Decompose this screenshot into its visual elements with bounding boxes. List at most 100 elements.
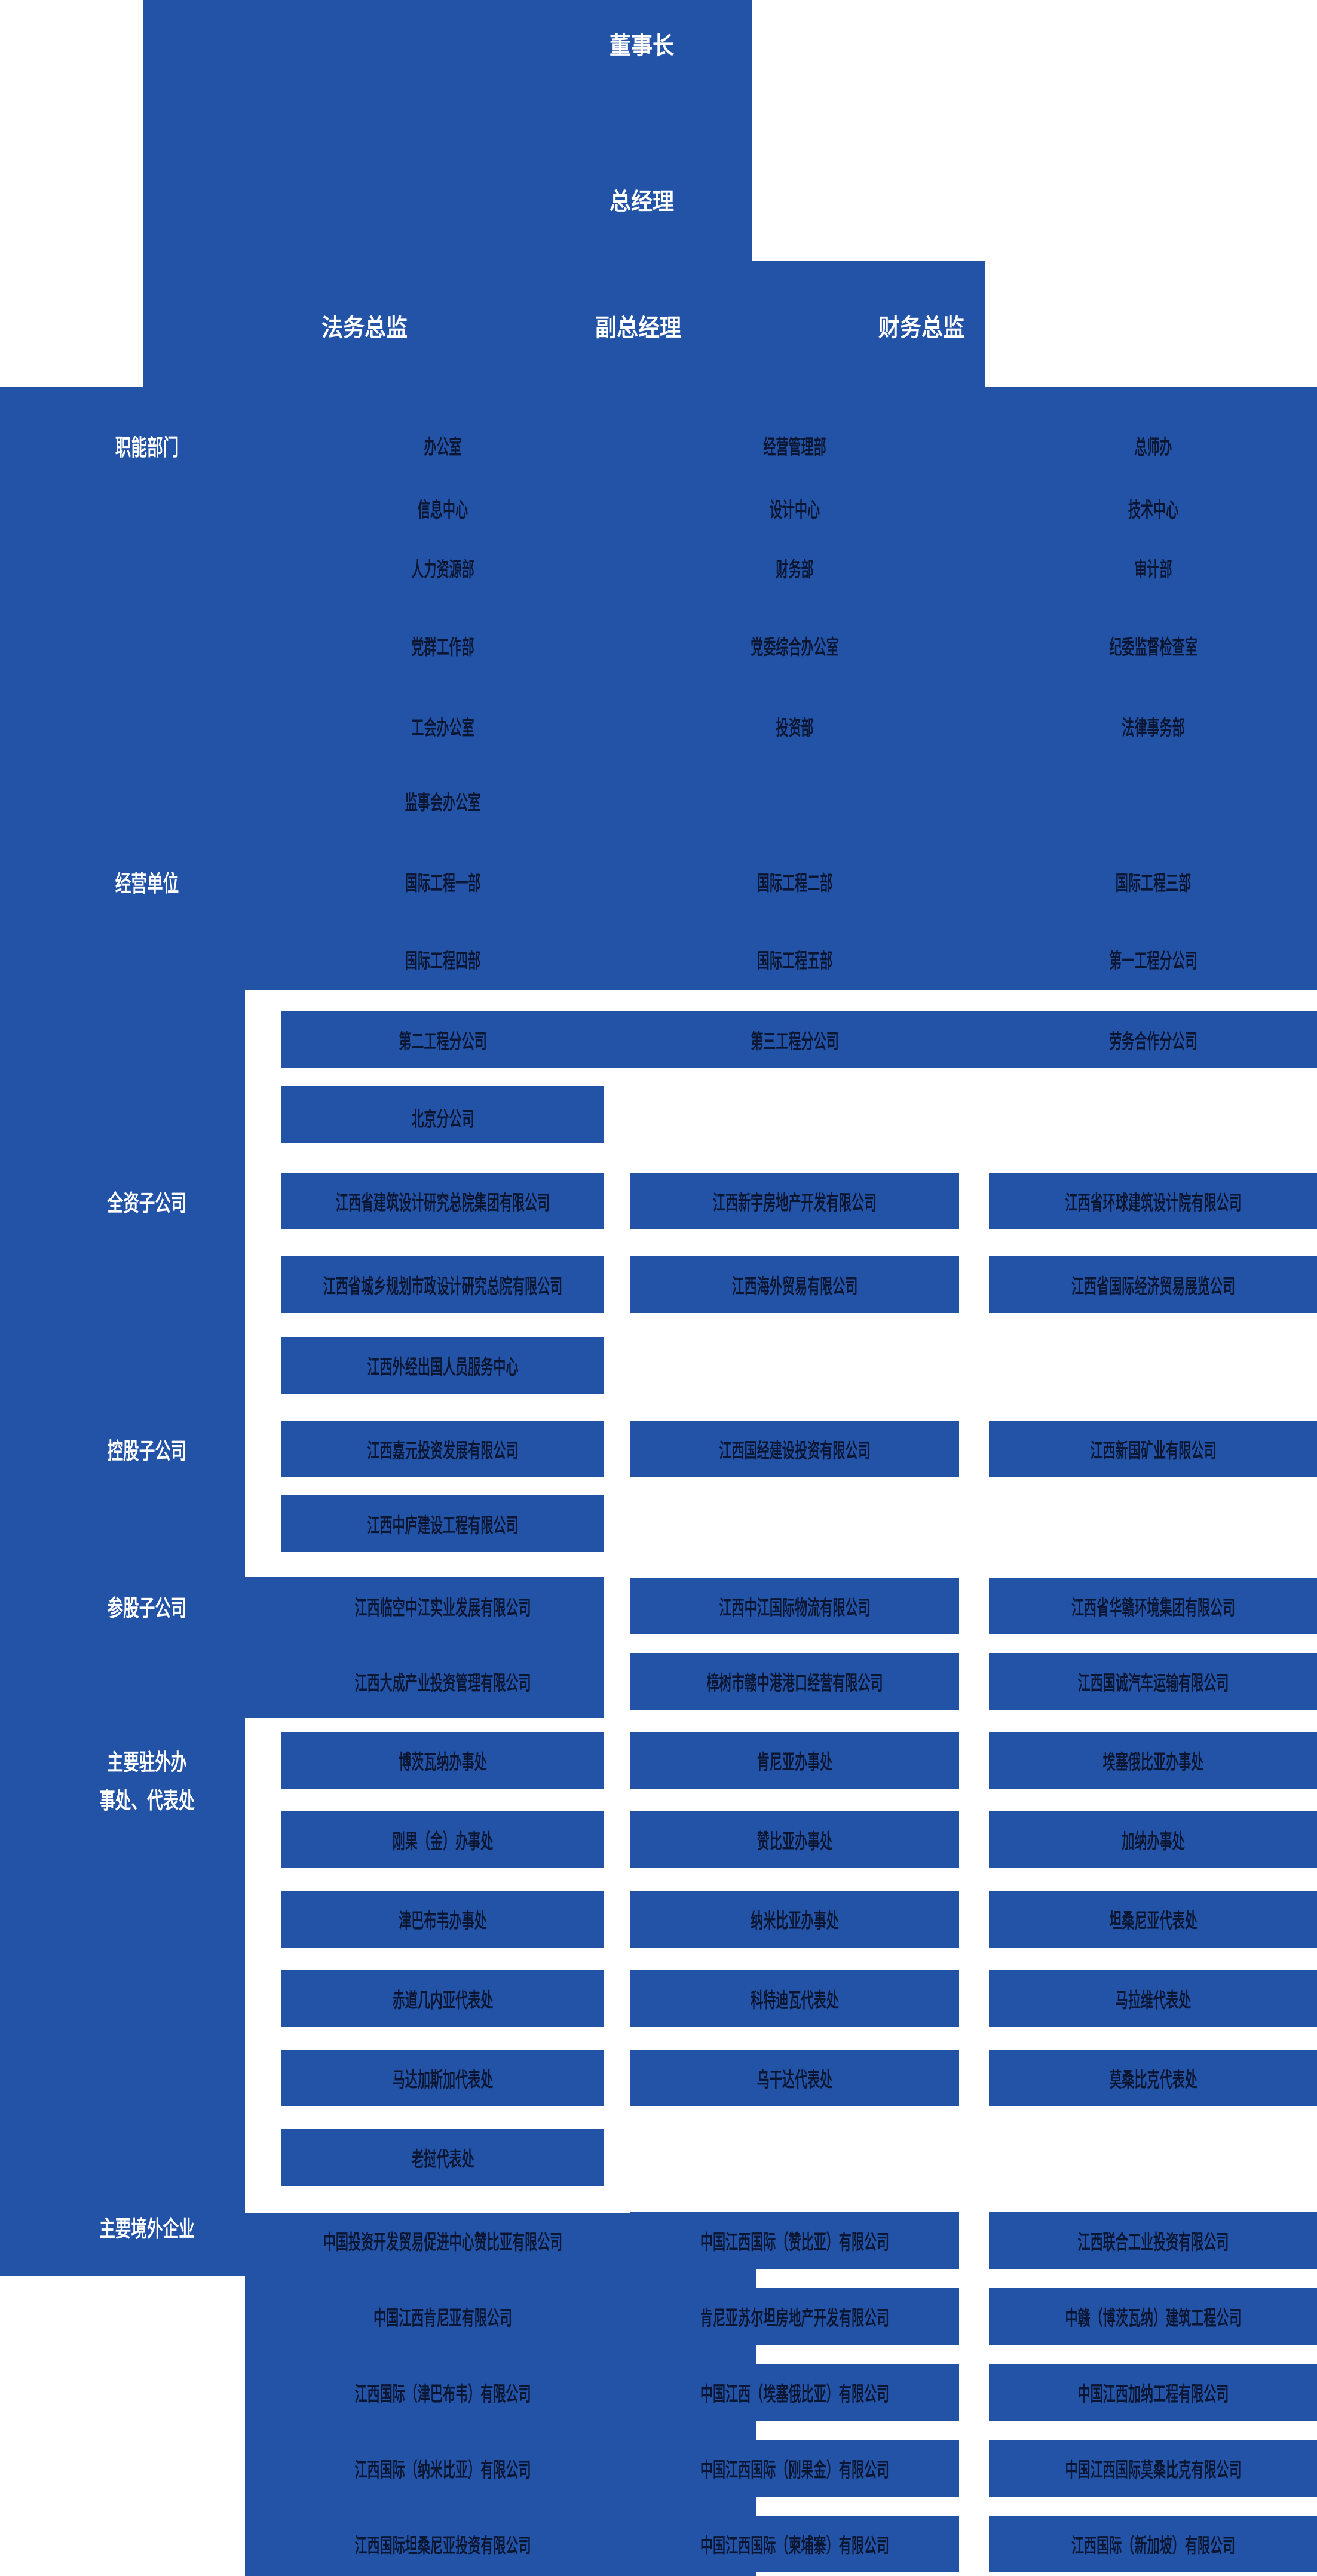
legal-director-title: 法务总监 xyxy=(245,297,484,354)
org-box: 江西国诚汽车运输有限公司 xyxy=(989,1653,1317,1710)
org-box: 老挝代表处 xyxy=(281,2129,604,2186)
org-box-label: 国际工程三部 xyxy=(1115,872,1191,896)
org-text: 纪委监督检查室 xyxy=(989,617,1317,674)
org-box-label: 人力资源部 xyxy=(411,558,474,582)
org-text: 江西国际（津巴布韦）有限公司 xyxy=(281,2364,604,2421)
org-box: 中赣（博茨瓦纳）建筑工程公司 xyxy=(989,2288,1317,2345)
org-text: 监事会办公室 xyxy=(281,772,604,829)
bg-branch-band xyxy=(281,1011,1317,1068)
org-box-label: 江西联合工业投资有限公司 xyxy=(1077,2231,1229,2255)
org-box-label: 审计部 xyxy=(1134,558,1172,582)
org-box-label: 技术中心 xyxy=(1128,498,1178,522)
section-label-holding: 控股子公司 xyxy=(107,1438,187,1464)
org-box: 纳米比亚办事处 xyxy=(630,1891,959,1948)
org-box-label: 樟树市赣中港港口经营有限公司 xyxy=(706,1672,883,1695)
org-box-label: 埃塞俄比亚办事处 xyxy=(1102,1750,1203,1774)
org-text: 中国江西肯尼亚有限公司 xyxy=(281,2288,604,2345)
bg-label-strip xyxy=(0,990,245,2276)
org-text: 工会办公室 xyxy=(281,698,604,755)
org-box-label: 江西外经出国人员服务中心 xyxy=(367,1356,518,1379)
general-manager-label: 总经理 xyxy=(610,188,674,216)
org-box-label: 江西国际（纳米比亚）有限公司 xyxy=(354,2458,531,2482)
org-box-label: 马达加斯加代表处 xyxy=(392,2068,493,2092)
org-box-label: 江西国经建设投资有限公司 xyxy=(719,1439,871,1463)
org-text: 北京分公司 xyxy=(281,1089,604,1146)
org-box-label: 老挝代表处 xyxy=(411,2148,474,2172)
org-box-label: 江西新宇房地产开发有限公司 xyxy=(712,1191,877,1215)
bg-main-block xyxy=(0,387,1317,990)
org-box: 博茨瓦纳办事处 xyxy=(281,1732,604,1789)
section-label-overseas-enterprises: 主要境外企业 xyxy=(99,2216,195,2242)
org-box-label: 中国江西国际莫桑比克有限公司 xyxy=(1064,2458,1242,2482)
org-box: 中国江西国际（刚果金）有限公司 xyxy=(630,2440,959,2497)
org-box: 江西嘉元投资发展有限公司 xyxy=(281,1421,604,1477)
org-text: 国际工程四部 xyxy=(281,931,604,988)
org-box-label: 江西嘉元投资发展有限公司 xyxy=(367,1439,518,1463)
org-box: 科特迪瓦代表处 xyxy=(630,1970,959,2027)
org-text: 党委综合办公室 xyxy=(630,617,959,674)
org-box-label: 劳务合作分公司 xyxy=(1108,1030,1197,1054)
finance-director-title: 财务总监 xyxy=(802,297,1041,354)
section-label-functional-depts: 职能部门 xyxy=(115,434,179,461)
org-box: 赞比亚办事处 xyxy=(630,1811,959,1868)
org-text: 办公室 xyxy=(281,417,604,474)
org-box-label: 津巴布韦办事处 xyxy=(398,1909,487,1933)
org-text: 总师办 xyxy=(989,417,1317,474)
org-box: 江西海外贸易有限公司 xyxy=(630,1256,959,1313)
org-box-label: 江西临空中江实业发展有限公司 xyxy=(354,1596,531,1620)
org-box-label: 马拉维代表处 xyxy=(1115,1989,1191,2013)
org-box-label: 江西省国际经济贸易展览公司 xyxy=(1071,1275,1235,1299)
org-box-label: 第三工程分公司 xyxy=(751,1030,839,1054)
finance-director-label: 财务总监 xyxy=(878,314,964,342)
org-box-label: 坦桑尼亚代表处 xyxy=(1108,1909,1197,1933)
org-box-label: 中国江西肯尼亚有限公司 xyxy=(373,2307,512,2330)
org-box-label: 肯尼亚苏尔坦房地产开发有限公司 xyxy=(700,2307,890,2330)
org-box-label: 江西中江国际物流有限公司 xyxy=(719,1596,871,1620)
org-box-label: 中国江西国际（赞比亚）有限公司 xyxy=(700,2231,890,2255)
org-box-label: 监事会办公室 xyxy=(405,791,480,815)
bg-top-column xyxy=(143,0,752,387)
section-label-operating-units: 经营单位 xyxy=(115,870,179,897)
org-box-label: 江西省环球建筑设计院有限公司 xyxy=(1064,1191,1242,1215)
org-text: 人力资源部 xyxy=(281,539,604,596)
org-box: 马达加斯加代表处 xyxy=(281,2050,604,2106)
org-box-label: 莫桑比克代表处 xyxy=(1108,2068,1197,2092)
org-box-label: 博茨瓦纳办事处 xyxy=(398,1750,487,1774)
org-text: 党群工作部 xyxy=(281,617,604,674)
org-box-label: 国际工程一部 xyxy=(405,872,480,896)
org-box: 江西国际（新加坡）有限公司 xyxy=(989,2516,1317,2572)
org-box-label: 江西中庐建设工程有限公司 xyxy=(367,1514,518,1538)
bg-finance-step xyxy=(752,261,985,387)
org-box-label: 江西大成产业投资管理有限公司 xyxy=(354,1672,531,1695)
org-box-label: 法律事务部 xyxy=(1121,716,1185,740)
org-box-label: 第二工程分公司 xyxy=(398,1030,487,1054)
org-box-label: 江西新国矿业有限公司 xyxy=(1090,1439,1216,1463)
org-box-label: 中国江西国际（柬埔寨）有限公司 xyxy=(700,2534,890,2558)
org-text: 信息中心 xyxy=(281,480,604,536)
org-box: 赤道几内亚代表处 xyxy=(281,1970,604,2027)
org-text: 第二工程分公司 xyxy=(281,1011,604,1068)
org-text: 国际工程二部 xyxy=(630,853,959,910)
org-box-label: 办公室 xyxy=(423,436,462,459)
org-box-label: 江西国际（津巴布韦）有限公司 xyxy=(354,2382,531,2406)
org-box: 中国江西国际（赞比亚）有限公司 xyxy=(630,2212,959,2269)
org-box-label: 国际工程五部 xyxy=(756,949,833,973)
org-box: 江西新国矿业有限公司 xyxy=(989,1421,1317,1477)
org-text: 中国投资开发贸易促进中心赞比亚有限公司 xyxy=(281,2212,604,2269)
org-box: 江西中庐建设工程有限公司 xyxy=(281,1495,604,1552)
org-box-label: 江西省华赣环境集团有限公司 xyxy=(1071,1596,1235,1620)
org-box: 坦桑尼亚代表处 xyxy=(989,1891,1317,1948)
deputy-gm-title: 副总经理 xyxy=(519,297,758,354)
org-box-label: 加纳办事处 xyxy=(1121,1830,1185,1854)
org-text: 国际工程三部 xyxy=(989,853,1317,910)
org-box: 马拉维代表处 xyxy=(989,1970,1317,2027)
org-box-label: 财务部 xyxy=(776,558,814,582)
org-box-label: 江西国际坦桑尼亚投资有限公司 xyxy=(354,2534,531,2558)
org-box-label: 工会办公室 xyxy=(411,716,474,740)
org-box-label: 江西国际（新加坡）有限公司 xyxy=(1071,2534,1235,2558)
org-box: 埃塞俄比亚办事处 xyxy=(989,1732,1317,1789)
org-box-label: 中国江西国际（刚果金）有限公司 xyxy=(700,2458,890,2482)
org-box: 江西外经出国人员服务中心 xyxy=(281,1337,604,1394)
chairman-title: 董事长 xyxy=(522,15,761,72)
org-box: 乌干达代表处 xyxy=(630,2050,959,2106)
